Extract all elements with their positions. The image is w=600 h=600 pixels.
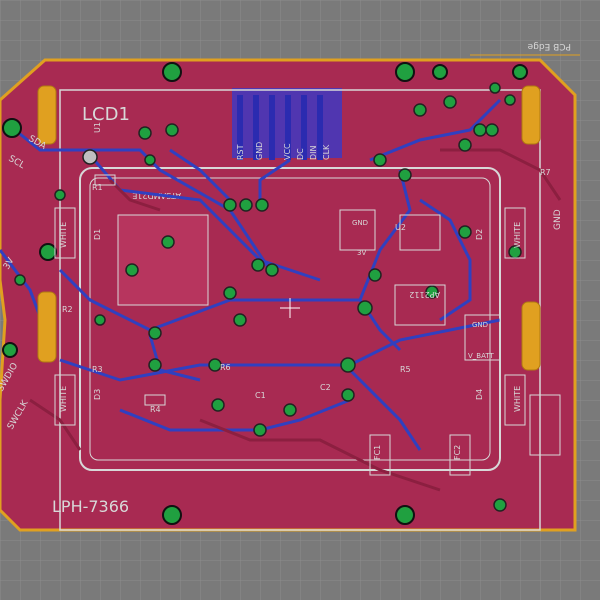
svg-text:R1: R1 <box>92 183 103 192</box>
svg-text:FC1: FC1 <box>373 445 382 460</box>
svg-text:D2: D2 <box>475 229 484 240</box>
svg-text:WHITE: WHITE <box>513 222 522 248</box>
svg-text:D4: D4 <box>475 389 484 400</box>
top-traces <box>29 148 562 492</box>
svg-text:GND: GND <box>352 219 368 227</box>
part-labels: R1 R2 R3 R4 R5 R6 R7 C1 C2 U1 U2 FC1 FC2 <box>62 122 551 460</box>
regulator-label: AP2112 <box>409 290 440 299</box>
svg-text:DC: DC <box>296 148 305 160</box>
svg-text:DIN: DIN <box>309 145 318 160</box>
svg-text:C2: C2 <box>320 383 331 392</box>
lcd-ref-label: LCD1 <box>82 104 130 125</box>
vias[interactable] <box>14 82 522 512</box>
svg-text:D1: D1 <box>93 229 102 240</box>
mounting-holes[interactable] <box>2 62 528 525</box>
cursor-crosshair <box>280 298 300 318</box>
svg-text:3V: 3V <box>357 249 366 257</box>
lcd-inner-outline-silk <box>89 177 491 461</box>
svg-text:R3: R3 <box>92 365 103 374</box>
board-name-label: LPH-7366 <box>52 497 129 516</box>
svg-text:R5: R5 <box>400 365 411 374</box>
svg-text:R2: R2 <box>62 305 73 314</box>
svg-text:WHITE: WHITE <box>59 222 68 248</box>
svg-text:WHITE: WHITE <box>513 386 522 412</box>
svg-text:R6: R6 <box>220 363 231 372</box>
lcd-pin-labels: RST GND VCC DC DIN CLK <box>236 142 331 160</box>
component-outlines <box>54 174 561 476</box>
svg-text:C1: C1 <box>255 391 266 400</box>
pad-labels: GND 3V GND V_BATT <box>352 219 494 360</box>
svg-text:U1: U1 <box>93 122 102 133</box>
svg-text:R4: R4 <box>150 405 161 414</box>
svg-text:VCC: VCC <box>283 143 292 160</box>
svg-text:R7: R7 <box>540 168 551 177</box>
svg-text:D3: D3 <box>93 389 102 400</box>
svg-text:CLK: CLK <box>322 144 331 160</box>
svg-text:GND: GND <box>255 142 264 160</box>
svg-text:FC2: FC2 <box>453 445 462 460</box>
lcd-pin-traces <box>237 95 323 160</box>
svg-text:U2: U2 <box>395 223 406 232</box>
svg-text:GND: GND <box>472 321 488 329</box>
svg-text:V_BATT: V_BATT <box>468 352 494 360</box>
svg-text:GND: GND <box>553 209 563 230</box>
svg-text:WHITE: WHITE <box>59 386 68 412</box>
svg-text:RST: RST <box>236 144 245 160</box>
led-labels: WHITE D1 WHITE D2 WHITE D3 WHITE D4 <box>59 222 522 412</box>
mounting-pads[interactable] <box>37 85 541 371</box>
pcb-edge-label: PCB Edge <box>527 41 571 51</box>
mcu-chip[interactable] <box>117 214 209 306</box>
